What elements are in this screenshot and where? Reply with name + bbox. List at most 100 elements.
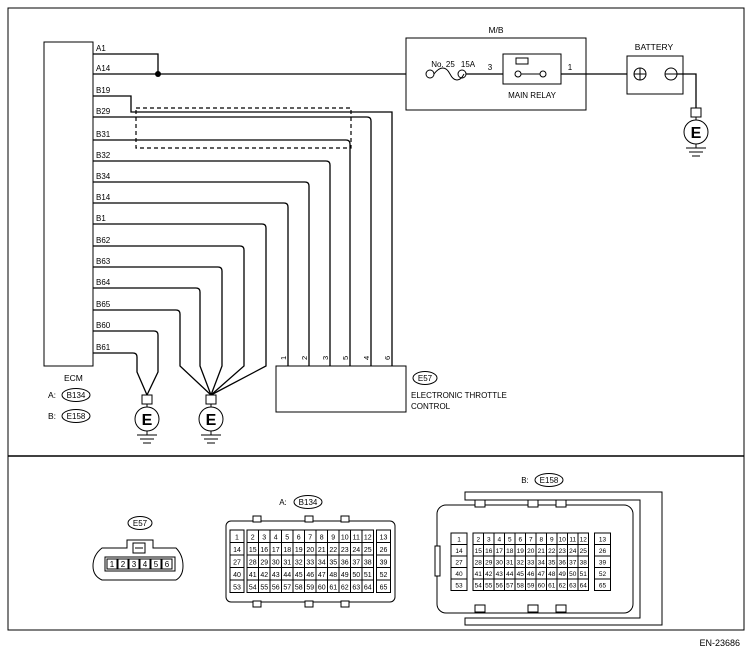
b134-prefix: A: — [279, 498, 287, 507]
b134-pins-pin: 10 — [341, 535, 349, 542]
e158-pins-pin: 43 — [496, 571, 504, 578]
e158-pins-pin: 16 — [485, 548, 493, 555]
b134-pins-pin: 4 — [274, 535, 278, 542]
ecm-connector-b-oval — [61, 409, 91, 423]
b134-pins-pin: 54 — [249, 585, 257, 592]
b134-pins-pin: 25 — [364, 547, 372, 554]
e158-outer-shell — [464, 491, 663, 626]
b134-pins-pin: 38 — [364, 560, 372, 567]
signal-wires — [93, 95, 393, 366]
b134-connector-oval — [293, 495, 323, 509]
e57-pin-cell — [161, 558, 173, 570]
ecm-pin-b1: B1 — [96, 214, 106, 223]
ground-wire-b1 — [93, 223, 267, 396]
ground-terminal — [690, 107, 702, 118]
e158-pins-pin: 52 — [599, 571, 607, 578]
relay-coil — [515, 57, 529, 65]
ecm-pin-b29: B29 — [96, 107, 111, 116]
e158-pins-pin: 48 — [548, 571, 556, 578]
e158-pins-pin: 54 — [475, 583, 483, 590]
fuse-number: No. 25 — [431, 60, 455, 69]
e158-pins-pin: 61 — [548, 583, 556, 590]
e57-pin: 4 — [143, 560, 148, 569]
e158-connector-label: E158 — [540, 476, 559, 485]
e158-pins-pin: 21 — [538, 548, 546, 555]
wire-b29 — [93, 116, 372, 366]
b134-tab-3 — [340, 515, 350, 523]
b134-pins-pin: 35 — [329, 560, 337, 567]
e158-pins-pin: 12 — [580, 537, 588, 544]
e158-pins-pin: 50 — [569, 571, 577, 578]
ecm-title: ECM — [64, 373, 83, 383]
e158-pins-pin: 15 — [475, 548, 483, 555]
ecm-connector-a-prefix: A: — [48, 390, 56, 400]
e158-tab-3 — [555, 499, 567, 508]
b134-pins-pin: 36 — [341, 560, 349, 567]
b134-pins-pin: 14 — [233, 547, 241, 554]
e158-pins-pin: 60 — [538, 583, 546, 590]
b134-pins-pin: 16 — [260, 547, 268, 554]
e158-pins-pin: 23 — [559, 548, 567, 555]
e158-tab-2 — [527, 499, 539, 508]
e57-pin-cell — [128, 558, 140, 570]
e158-pins-pin: 14 — [455, 548, 463, 555]
b134-pins-pin: 40 — [233, 572, 241, 579]
e158-pins-pin: 38 — [580, 560, 588, 567]
b134-pins-left-cell — [229, 579, 245, 593]
b134-pins-pin: 34 — [318, 560, 326, 567]
b134-pins-cell — [361, 579, 374, 593]
b134-pins-pin: 21 — [318, 547, 326, 554]
e158-pins-pin: 28 — [475, 560, 483, 567]
figure-code: EN-23686 — [699, 638, 740, 648]
wire-a1 — [93, 53, 159, 74]
e158-pins-pin: 6 — [518, 537, 522, 544]
ecm-connector-a-oval — [61, 388, 91, 402]
ecm-pin-b65: B65 — [96, 300, 111, 309]
b134-pins-pin: 1 — [235, 535, 239, 542]
b134-pins-pin: 30 — [272, 560, 280, 567]
ecm-pin-b63: B63 — [96, 257, 111, 266]
b134-pins-pin: 31 — [283, 560, 291, 567]
b134-pins-pin: 17 — [272, 547, 280, 554]
e158-pins-pin: 5 — [508, 537, 512, 544]
b134-pins-pin: 56 — [272, 585, 280, 592]
e57-connector-oval — [127, 516, 153, 530]
ground-wire-b63 — [93, 266, 223, 396]
e158-pins-pin: 29 — [485, 560, 493, 567]
diagram-frame — [7, 7, 745, 631]
shield-box — [135, 107, 352, 149]
ground-wires — [93, 223, 267, 396]
battery-title: BATTERY — [635, 42, 674, 52]
b134-pins-pin: 3 — [262, 535, 266, 542]
battery-box — [626, 55, 684, 95]
e158-pins-pin: 19 — [517, 548, 525, 555]
e57-pin-row — [104, 556, 176, 572]
ground-wire-b60 — [93, 330, 159, 396]
e158-tab-4 — [474, 604, 486, 613]
e158-pins-pin: 8 — [539, 537, 543, 544]
ecm-box — [43, 41, 94, 367]
wire-b32 — [93, 160, 331, 366]
wire-b31 — [93, 139, 351, 366]
e57-pin: 5 — [154, 560, 159, 569]
ground-terminal — [141, 394, 153, 405]
e158-pins-pin: 30 — [496, 560, 504, 567]
b134-pins-pin: 33 — [306, 560, 314, 567]
ecm-pin-b61: B61 — [96, 343, 111, 352]
fuse-symbol — [433, 67, 465, 81]
e158-pins-pin: 22 — [548, 548, 556, 555]
e158-tab-1 — [474, 499, 486, 508]
ground-battery: E — [683, 107, 709, 157]
e158-pins-pin: 42 — [485, 571, 493, 578]
b134-pins-pin: 63 — [352, 585, 360, 592]
e158-pins-pin: 64 — [580, 583, 588, 590]
e158-pins-pin: 20 — [527, 548, 535, 555]
b134-pins-pin: 52 — [380, 572, 388, 579]
e158-pins-pin: 1 — [457, 537, 461, 544]
b134-pins-pin: 2 — [251, 535, 255, 542]
ecm-pin-b19: B19 — [96, 86, 111, 95]
b134-pins-pin: 51 — [364, 572, 372, 579]
e57-pin: 6 — [165, 560, 170, 569]
